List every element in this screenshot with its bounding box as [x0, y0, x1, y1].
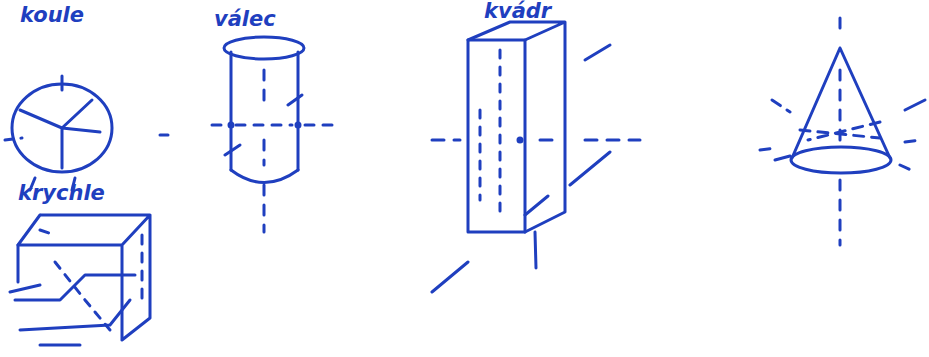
cylinder-sketch — [212, 37, 340, 232]
shape-name: krychle — [18, 182, 105, 205]
cube-sketch — [10, 215, 150, 345]
shape-name: válec — [214, 8, 276, 31]
shape-name: koule — [20, 4, 84, 27]
shape-name: kvádr — [484, 0, 551, 23]
cuboid-sketch — [432, 22, 640, 292]
cone-sketch — [760, 18, 925, 245]
sphere-sketch — [5, 76, 168, 190]
